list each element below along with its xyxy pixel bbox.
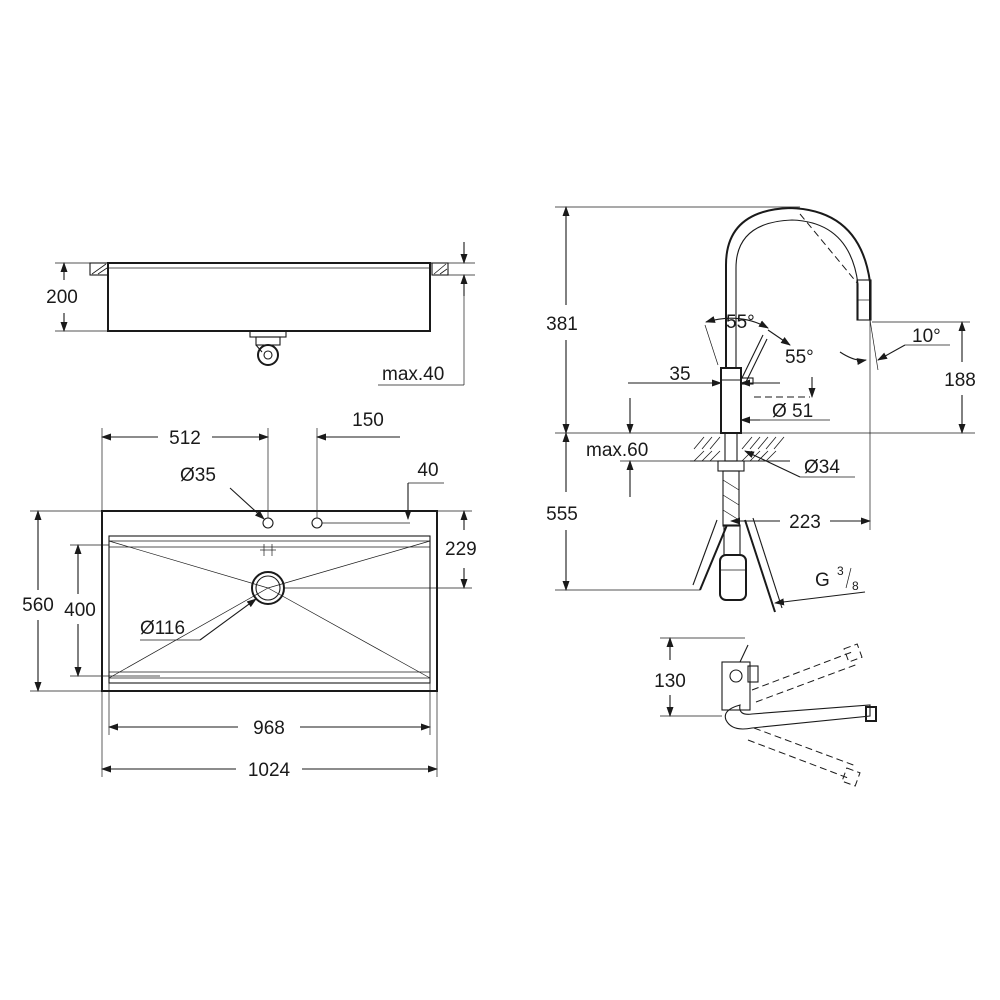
spout: [725, 206, 871, 368]
faucet-top-view: 130: [654, 637, 877, 787]
height-below-deck-label: 555: [546, 504, 578, 525]
overall-depth-label: 560: [22, 595, 54, 616]
overall-width-label: 1024: [248, 760, 291, 781]
supply-hose-left: [699, 524, 728, 591]
sink-bowl: [108, 535, 431, 684]
height-above-deck-label: 381: [546, 314, 578, 335]
edge-offset-label: 40: [417, 460, 438, 481]
faucet-top-body: [721, 661, 751, 711]
spout-top: [724, 704, 871, 730]
max-thickness-label: max.40: [382, 364, 444, 385]
lever: [740, 334, 764, 381]
lever-clearance-label: 130: [654, 671, 686, 692]
weight: [719, 554, 747, 601]
second-hole: [311, 517, 323, 529]
connection-thread-denominator: 8: [852, 579, 859, 593]
drain-diameter-label: Ø116: [140, 618, 185, 639]
max-deck-thickness-label: max.60: [586, 440, 648, 461]
sink-side-view: 200 max.40: [46, 242, 475, 386]
second-hole-label: 150: [352, 410, 384, 431]
faucet-body: [720, 367, 742, 434]
supply-hose-right: [744, 519, 776, 613]
sink-top-view: 512 150 40 Ø35 229 560 400 Ø116: [22, 410, 477, 781]
sink-side-body: [107, 262, 431, 332]
mounting-nut: [717, 460, 745, 472]
swivel-angle-left-label: 55°: [726, 312, 755, 333]
connection-thread-numerator: 3: [837, 564, 844, 578]
drain-fitting: [249, 330, 287, 366]
tap-position-label: 512: [169, 428, 201, 449]
swivel-angle-right-label: 55°: [785, 347, 814, 368]
tap-hole: [262, 517, 274, 529]
spray-angle-label: 10°: [912, 326, 941, 347]
bowl-depth-label: 400: [64, 600, 96, 621]
sink-depth-label: 200: [46, 287, 78, 308]
base-width-label: 35: [669, 364, 690, 385]
spout-height-label: 188: [944, 370, 976, 391]
drain-offset-label: 229: [445, 539, 477, 560]
reach-label: 223: [789, 512, 821, 533]
faucet-side-view: 381 55° 55° 10° 188 35 Ø 51 max.60: [546, 206, 976, 613]
connection-thread-label: G: [815, 570, 830, 591]
bowl-width-label: 968: [253, 718, 285, 739]
body-diameter-label: Ø 51: [772, 401, 813, 422]
tap-hole-diameter-label: Ø35: [180, 465, 216, 486]
deck-hatch: [690, 436, 790, 462]
sink-outline: [101, 510, 438, 692]
mounting-diameter-label: Ø34: [804, 457, 840, 478]
